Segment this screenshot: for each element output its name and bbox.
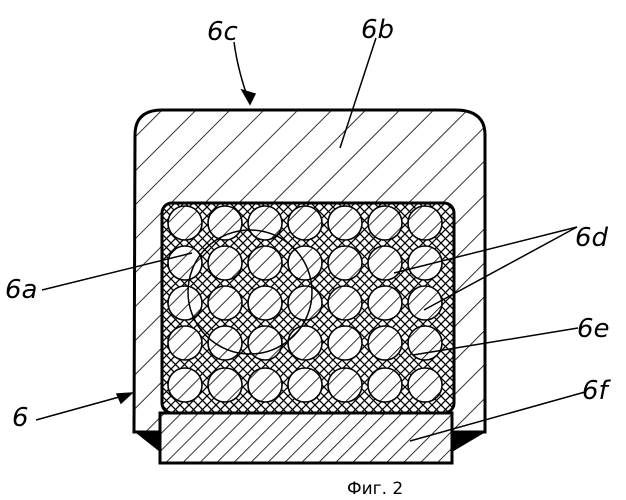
label-6c: 6c xyxy=(207,17,238,47)
label-6a: 6a xyxy=(5,275,37,305)
label-6b: 6b xyxy=(361,15,394,45)
wire-circle xyxy=(248,326,282,360)
arrow-6 xyxy=(117,393,132,403)
label-6: 6 xyxy=(12,403,29,433)
wire-circle xyxy=(328,206,362,240)
wire-circle xyxy=(248,206,282,240)
wire-circle xyxy=(368,246,402,280)
wire-circle xyxy=(288,368,322,402)
wire-circle xyxy=(208,368,242,402)
label-6f: 6f xyxy=(582,376,612,406)
wire-circle xyxy=(328,326,362,360)
wire-circle xyxy=(168,206,202,240)
wire-circle xyxy=(368,326,402,360)
wire-circle xyxy=(368,286,402,320)
weld-right xyxy=(452,433,484,452)
wire-circle xyxy=(288,326,322,360)
wire-circle xyxy=(248,246,282,280)
wire-circle xyxy=(368,368,402,402)
wire-circle xyxy=(328,368,362,402)
base-plate-6f xyxy=(160,413,452,463)
wire-circle xyxy=(208,326,242,360)
label-6d: 6d xyxy=(575,223,609,253)
wire-circle xyxy=(288,286,322,320)
wire-circle xyxy=(168,286,202,320)
wire-circle xyxy=(168,326,202,360)
wire-circle xyxy=(168,246,202,280)
wire-circle xyxy=(408,246,442,280)
wire-circle xyxy=(408,368,442,402)
figure-caption: Фиг. 2 xyxy=(347,479,403,499)
weld-left xyxy=(136,433,160,452)
wire-circle xyxy=(408,206,442,240)
wire-circle xyxy=(328,246,362,280)
wire-circle xyxy=(168,368,202,402)
wire-circle xyxy=(288,206,322,240)
leader-6 xyxy=(36,394,130,420)
wire-circle xyxy=(328,286,362,320)
arrow-6c xyxy=(242,90,255,104)
wire-circle xyxy=(368,206,402,240)
wire-circle xyxy=(248,368,282,402)
wire-circle xyxy=(248,286,282,320)
label-6e: 6e xyxy=(577,314,610,344)
wire-circle xyxy=(208,286,242,320)
wire-circle xyxy=(208,246,242,280)
